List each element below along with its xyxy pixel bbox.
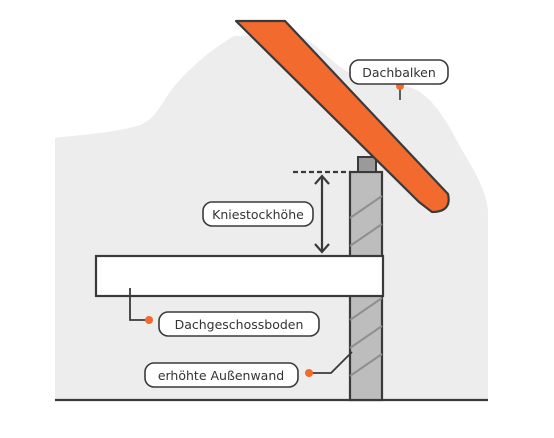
label-attic-floor: Dachgeschossboden	[158, 311, 320, 337]
label-knee-wall-height-text: Kniestockhöhe	[212, 207, 304, 222]
attic-floor-slab	[94, 254, 385, 298]
label-rafter-text: Dachbalken	[362, 65, 436, 80]
label-raised-outer-wall-text: erhöhte Außenwand	[158, 368, 284, 383]
leader-outer-wall	[311, 351, 353, 374]
knee-wall-dimension-arrow	[314, 174, 330, 254]
outer-wall-marker-dot	[305, 369, 313, 377]
label-raised-outer-wall: erhöhte Außenwand	[144, 362, 299, 388]
rafter	[234, 19, 450, 214]
wall-plate	[357, 156, 377, 173]
attic-floor-marker-dot	[145, 316, 153, 324]
label-knee-wall-height: Kniestockhöhe	[202, 201, 314, 227]
label-rafter: Dachbalken	[349, 59, 449, 85]
label-attic-floor-text: Dachgeschossboden	[175, 317, 304, 332]
leader-attic-floor	[129, 288, 146, 321]
